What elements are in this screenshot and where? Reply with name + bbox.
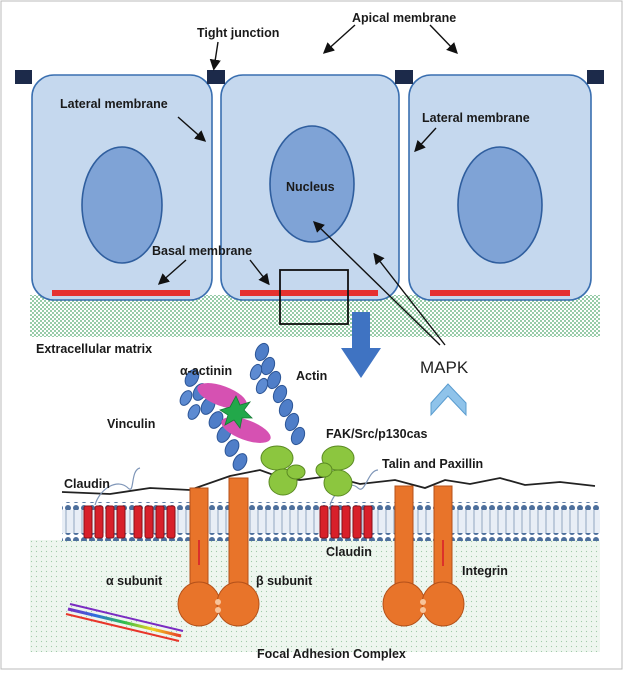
label-claudin-left: Claudin: [64, 477, 110, 491]
tight-junction-block: [15, 70, 32, 84]
integrin-beta-subunit: [216, 477, 260, 627]
label-nucleus: Nucleus: [286, 180, 335, 194]
label-alpha-subunit: α subunit: [106, 574, 163, 588]
label-tight-junction: Tight junction: [197, 26, 279, 40]
integrin-joint: [420, 607, 426, 613]
label-alpha-actinin: α-actinin: [180, 364, 232, 378]
alpha-actinin-lower: [221, 417, 271, 443]
integrin-joint: [215, 607, 221, 613]
label-vinculin: Vinculin: [107, 417, 155, 431]
integrin-alpha-subunit: [177, 487, 221, 627]
label-talin-paxillin: Talin and Paxillin: [382, 457, 483, 471]
integrin-joint: [420, 599, 426, 605]
vinculin-star: [219, 395, 253, 429]
claudin-right-group: [319, 505, 373, 539]
label-basal-membrane: Basal membrane: [152, 244, 252, 258]
lower-matrix-region: [30, 540, 600, 652]
nucleus-right: [457, 146, 543, 264]
claudin-left-group: [83, 505, 176, 539]
fak-complex-right: [315, 445, 355, 497]
basal-membrane-middle: [240, 290, 378, 296]
label-actin: Actin: [296, 369, 327, 383]
label-focal-adhesion-complex: Focal Adhesion Complex: [257, 647, 406, 661]
nucleus-middle: [269, 125, 355, 243]
label-integrin: Integrin: [462, 564, 508, 578]
claudin-tail: [94, 467, 141, 506]
signal-down-arrow: [341, 312, 381, 378]
tight-junction-block: [395, 70, 413, 84]
actin-filament-right: [249, 342, 306, 446]
fak-complex-left: [260, 445, 306, 496]
tight-junction-block: [207, 70, 225, 84]
extracellular-matrix-band: [30, 295, 600, 337]
rainbow-strip: [65, 603, 184, 642]
label-lateral-membrane-left: Lateral membrane: [60, 97, 168, 111]
integrin-right-alpha: [382, 485, 426, 627]
label-fak: FAK/Src/p130cas: [326, 427, 427, 441]
label-extracellular-matrix: Extracellular matrix: [36, 342, 152, 356]
basal-membrane-right: [430, 290, 570, 296]
tight-junction-block: [587, 70, 604, 84]
integrin-right-beta: [421, 485, 465, 627]
label-apical-membrane: Apical membrane: [352, 11, 456, 25]
nucleus-left: [81, 146, 163, 264]
integrin-joint: [215, 599, 221, 605]
label-mapk: MAPK: [420, 358, 469, 377]
label-lateral-membrane-right: Lateral membrane: [422, 111, 530, 125]
chevron-up-icon: [430, 383, 467, 417]
label-claudin-right: Claudin: [326, 545, 372, 559]
label-beta-subunit: β subunit: [256, 574, 313, 588]
annotation-arrows: [157, 24, 458, 346]
zoom-box: [279, 269, 349, 325]
basal-membrane-left: [52, 290, 190, 296]
